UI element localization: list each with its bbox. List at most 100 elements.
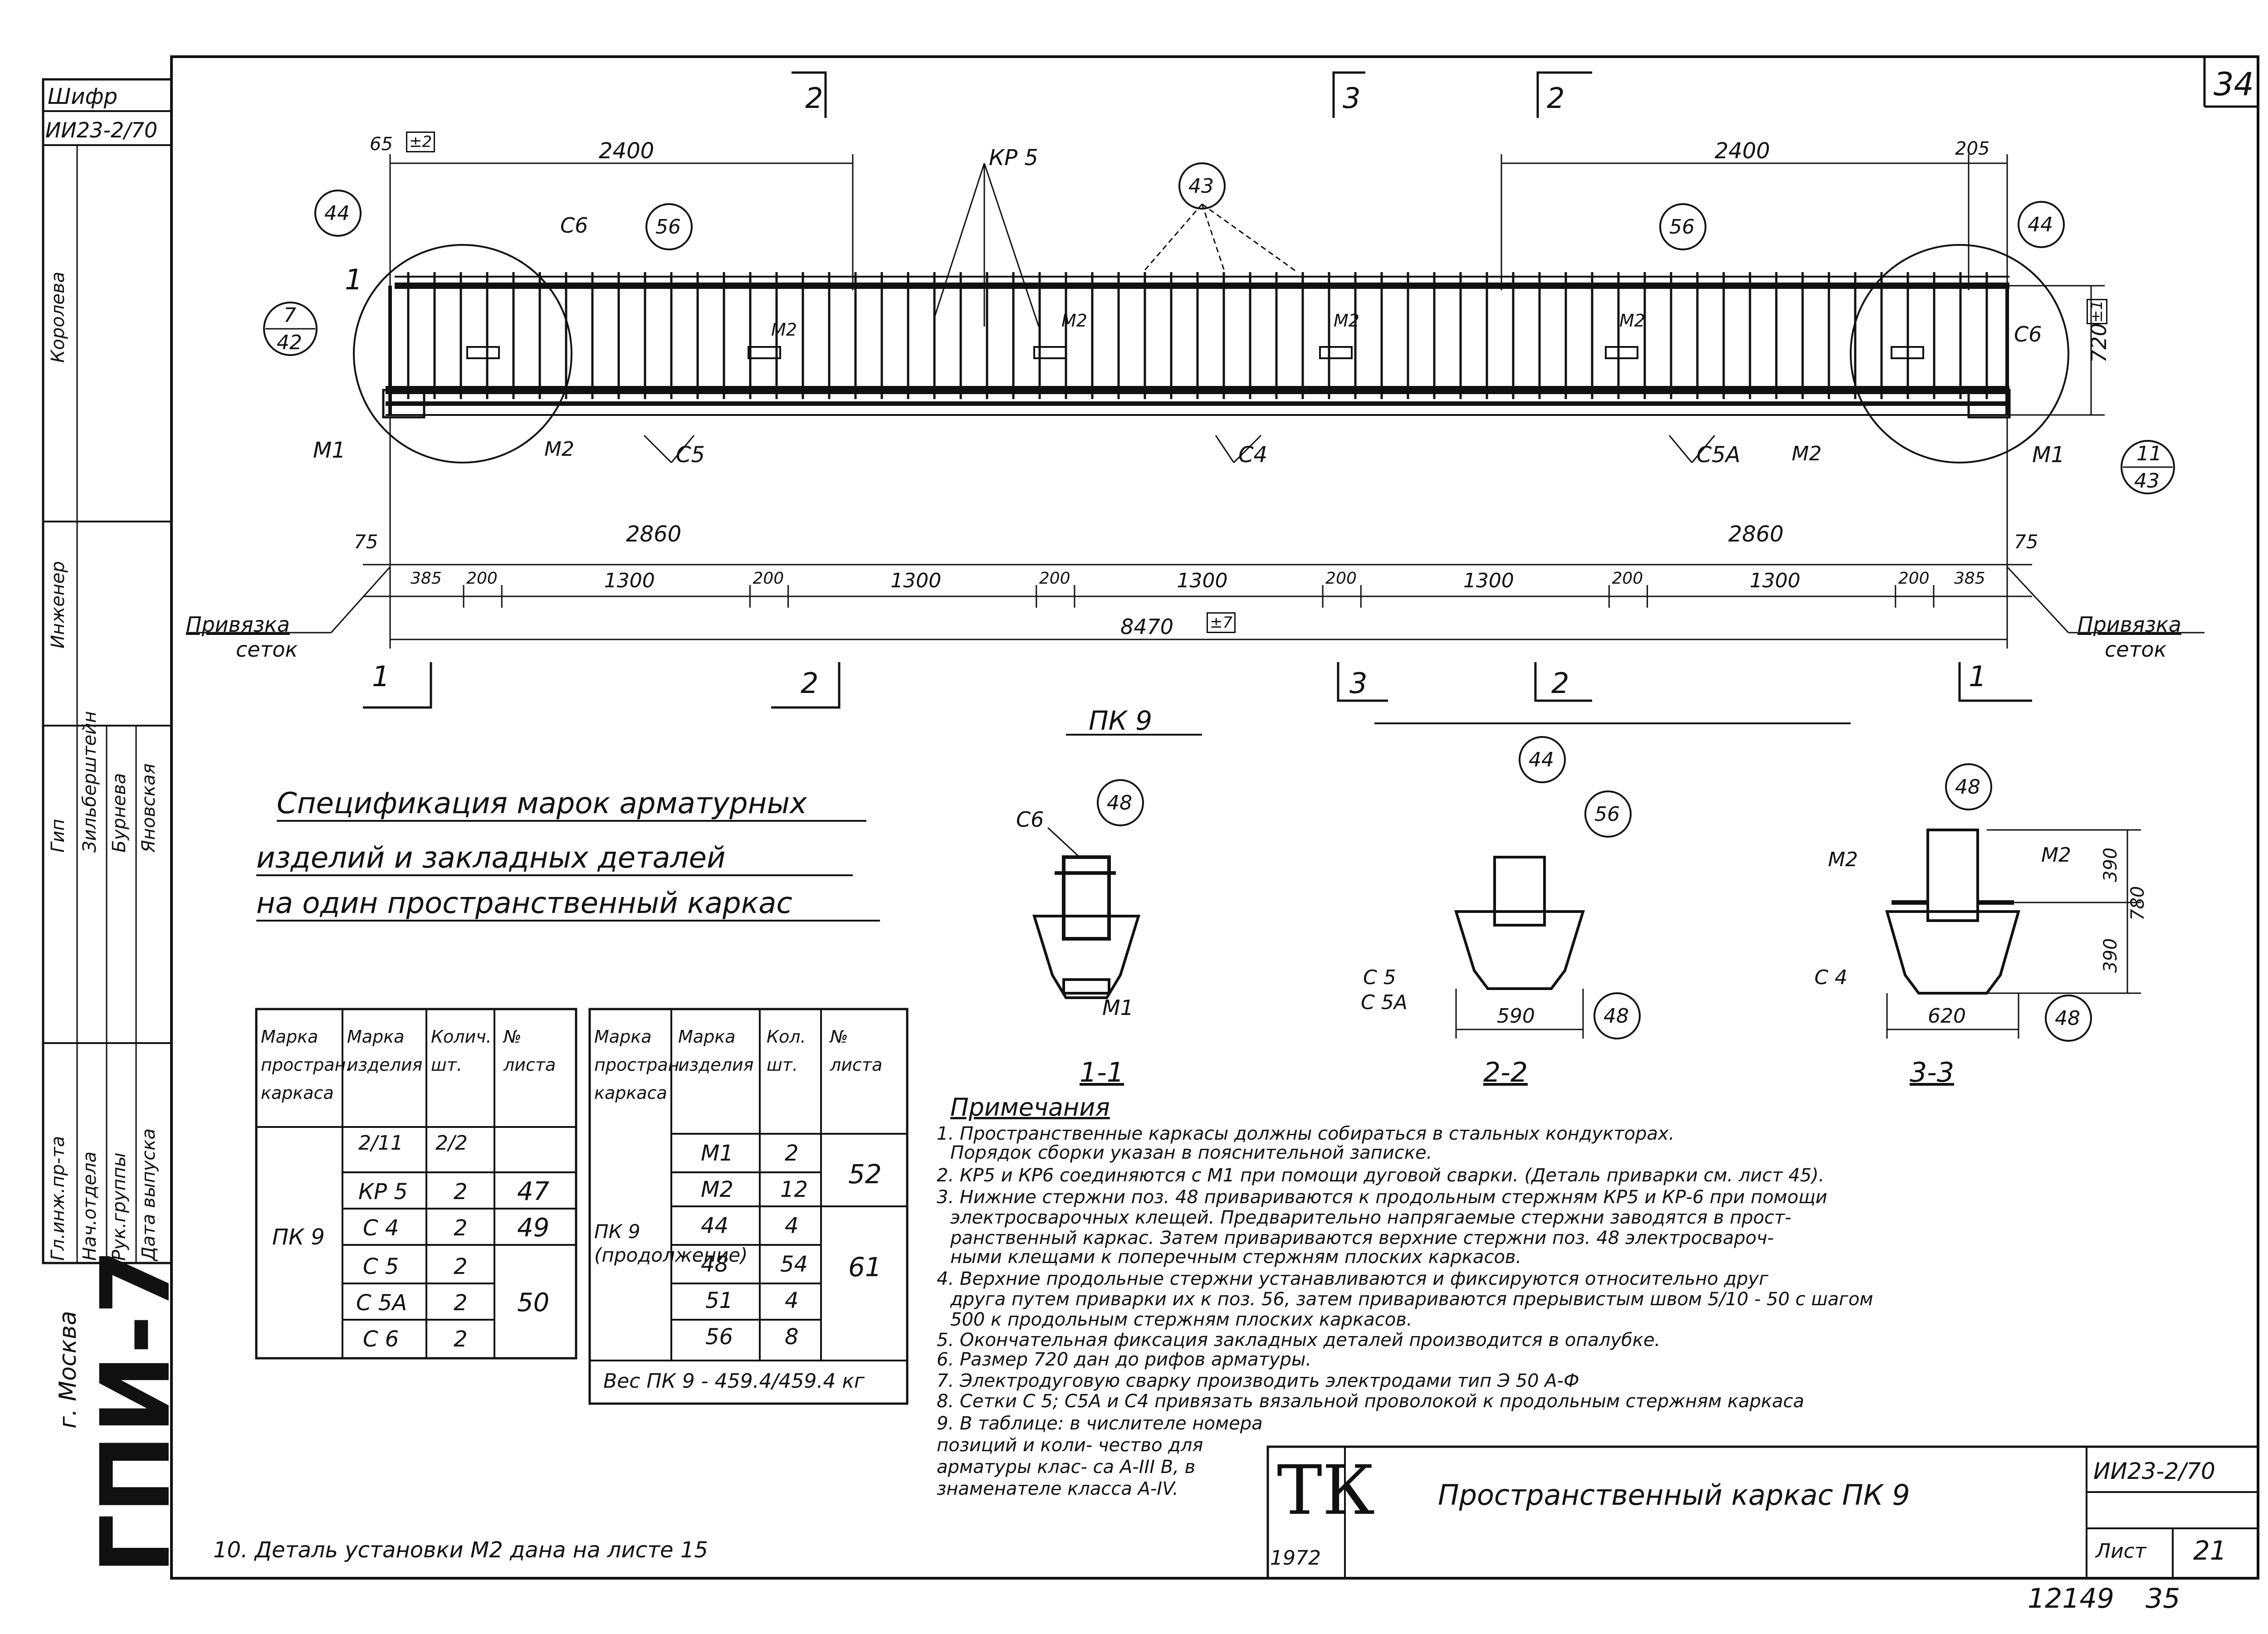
label-c4: С4 bbox=[1238, 442, 1268, 468]
dim-bottom-8: 1300 bbox=[1463, 569, 1514, 592]
sec22-56: 56 bbox=[1594, 803, 1620, 826]
dim-bottom-10: 1300 bbox=[1750, 569, 1801, 592]
t1-h3: Колич. шт. bbox=[431, 1027, 492, 1075]
sec11-48: 48 bbox=[1107, 791, 1132, 815]
label-m1-left: М1 bbox=[313, 438, 346, 463]
notes-title: Примечания bbox=[950, 1093, 1110, 1122]
t2-h2: Марка изделия bbox=[678, 1027, 754, 1075]
t2-row1-qty: 2 bbox=[785, 1141, 799, 1166]
dim-65: 65 bbox=[370, 134, 393, 155]
sec33-390-bottom: 390 bbox=[2100, 938, 2121, 973]
label-c5: С5 bbox=[676, 442, 705, 468]
t2-row2-qty: 12 bbox=[780, 1177, 808, 1202]
spec-title-line-2: изделий и закладных деталей bbox=[256, 841, 726, 875]
note-4b: друга путем приварки их к поз. 56, затем… bbox=[950, 1289, 1873, 1310]
note-3d: ными клещами к поперечным стержням плоск… bbox=[950, 1247, 1522, 1268]
sec33-620: 620 bbox=[1928, 1005, 1966, 1028]
t1-h4: № листа bbox=[503, 1027, 556, 1075]
t2-h4: № листа bbox=[830, 1027, 883, 1075]
t1-row5-item: С 5А bbox=[356, 1290, 407, 1316]
sec22-c5a: С 5А bbox=[1361, 991, 1408, 1014]
sec11-title: 1-1 bbox=[1080, 1057, 1124, 1088]
binding-label-left-1: Привязка bbox=[186, 612, 290, 637]
name-3: Яновская bbox=[138, 763, 159, 853]
dim-bottom-2: 1300 bbox=[604, 569, 655, 592]
t1-row5-qty: 2 bbox=[454, 1290, 468, 1316]
t1-row2-sheet: 47 bbox=[517, 1177, 550, 1206]
detail-right-num: 11 bbox=[2136, 442, 2162, 465]
t1-row2-item: КР 5 bbox=[358, 1179, 408, 1205]
sec11-c6: С6 bbox=[1016, 807, 1044, 832]
callout-44-left: 44 bbox=[324, 202, 350, 225]
label-m2-b: М2 bbox=[1061, 311, 1087, 331]
sec22-title: 2-2 bbox=[1483, 1057, 1528, 1088]
sec-mark-bottom-2b: 2 bbox=[1551, 667, 1569, 700]
t2-row6-qty: 8 bbox=[785, 1324, 799, 1350]
t2-row6-item: 56 bbox=[705, 1324, 733, 1350]
callout-56-right: 56 bbox=[1669, 215, 1695, 239]
note-6: 6. Размер 720 дан до рифов арматуры. bbox=[937, 1349, 1312, 1370]
t2-sheet-b: 61 bbox=[848, 1252, 882, 1283]
note-9: 9. В таблице: в числителе номера позиций… bbox=[937, 1413, 1263, 1499]
t2-row3-item: 44 bbox=[701, 1213, 729, 1239]
note-4c: 500 к продольным стержням плоских каркас… bbox=[950, 1309, 1413, 1330]
sec22-48: 48 bbox=[1603, 1005, 1629, 1028]
t2-row5-qty: 4 bbox=[785, 1288, 799, 1313]
dim-bottom-1: 200 bbox=[466, 569, 498, 588]
sheet-number: 34 bbox=[2214, 66, 2254, 103]
sec33-780: 780 bbox=[2127, 886, 2148, 921]
sec33-title: 3-3 bbox=[1910, 1057, 1954, 1088]
note-3: 3. Нижние стержни поз. 48 привариваются … bbox=[937, 1187, 1828, 1208]
sec22-c5: С 5 bbox=[1363, 966, 1396, 989]
dim-2860-right: 2860 bbox=[1728, 522, 1784, 547]
bottom-number-2: 35 bbox=[2146, 1583, 2180, 1614]
org-name: ГПИ-7 bbox=[80, 1249, 191, 1575]
t2-sheet-a: 52 bbox=[848, 1159, 882, 1190]
callout-43: 43 bbox=[1188, 175, 1214, 198]
role-6: Инженер bbox=[48, 561, 68, 649]
cipher-label: Шифр bbox=[48, 84, 118, 109]
section-1-1 bbox=[1032, 779, 1144, 999]
height-tol: ±1 bbox=[2087, 298, 2107, 324]
detail-right-den: 43 bbox=[2134, 469, 2160, 493]
role-5: Гип bbox=[48, 819, 68, 853]
sec22-44: 44 bbox=[1529, 748, 1554, 771]
t2-weight: Вес ПК 9 - 459.4/459.4 кг bbox=[603, 1370, 865, 1393]
org-city: г. Москва bbox=[54, 1311, 82, 1429]
t1-frame: ПК 9 bbox=[272, 1224, 325, 1250]
dim-75-left: 75 bbox=[354, 531, 378, 553]
sec-mark-bottom-2a: 2 bbox=[801, 667, 819, 700]
sec22-590: 590 bbox=[1497, 1005, 1535, 1028]
spec-title-line-1: Спецификация марок арматурных bbox=[277, 787, 807, 820]
sec-mark-top-2a: 2 bbox=[805, 82, 823, 115]
t1-row3-sheet: 49 bbox=[517, 1213, 550, 1243]
dim-205: 205 bbox=[1955, 138, 1990, 159]
t2-row1-item: М1 bbox=[701, 1141, 733, 1166]
dim-total-tol: ±7 bbox=[1207, 612, 1236, 633]
sec33-48-top: 48 bbox=[1955, 776, 1980, 799]
dim-bottom-11: 200 bbox=[1898, 569, 1930, 588]
t2-row5-item: 51 bbox=[705, 1288, 733, 1313]
name-1: Зильберштейн bbox=[79, 711, 100, 853]
role-2: Нач.отдела bbox=[79, 1151, 100, 1261]
t2-row3-qty: 4 bbox=[785, 1213, 799, 1239]
t2-row4-item: 48 bbox=[701, 1252, 729, 1277]
sec33-m2-right: М2 bbox=[2041, 844, 2071, 867]
t2-h3: Кол. шт. bbox=[767, 1027, 806, 1075]
name-2: Бурнева bbox=[109, 773, 130, 853]
t2-row2-item: М2 bbox=[701, 1177, 733, 1202]
title-block-year: 1972 bbox=[1270, 1546, 1321, 1570]
sec33-390-top: 390 bbox=[2100, 847, 2121, 882]
bottom-number: 12149 bbox=[2028, 1583, 2114, 1614]
height-720: 720 bbox=[2087, 323, 2111, 363]
t1-row3-item: С 4 bbox=[363, 1215, 399, 1241]
t2-h1: Марка простран. каркаса bbox=[594, 1027, 685, 1103]
t1-row1-item: 2/11 bbox=[358, 1132, 403, 1155]
section-2-2 bbox=[1454, 736, 1641, 1039]
sec11-m1: М1 bbox=[1102, 995, 1134, 1020]
table-1-grid bbox=[255, 1008, 577, 1360]
sec-mark-1-right: 1 bbox=[1969, 660, 1987, 693]
dim-bottom-0: 385 bbox=[411, 569, 442, 588]
callout-44-right: 44 bbox=[2028, 213, 2053, 236]
title-block-grid bbox=[1266, 1445, 2259, 1580]
